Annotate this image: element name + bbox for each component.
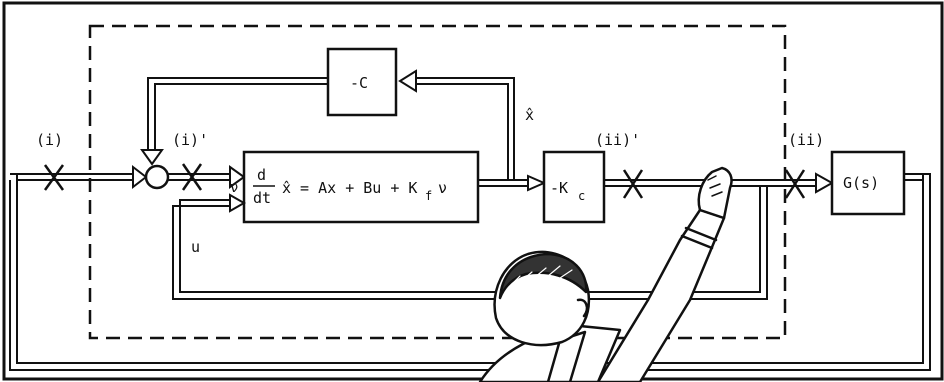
break-mark-i <box>43 164 65 191</box>
observer-dt: dt <box>253 189 271 207</box>
observer-d: d <box>257 166 266 184</box>
u-input-arrowhead <box>229 193 247 213</box>
observer-nu: ν <box>438 179 447 197</box>
label-x-hat: x̂ <box>525 106 534 124</box>
plant-input-arrowhead <box>815 172 835 194</box>
xhat-branch <box>415 77 515 180</box>
controller-input-arrowhead <box>527 174 547 192</box>
compensator-boundary <box>88 24 787 340</box>
observer-equation: x̂ = Ax + Bu + K <box>282 179 417 197</box>
minus-c-label: -C <box>350 74 368 92</box>
plant-output-path <box>904 173 931 181</box>
input-path <box>10 173 135 181</box>
break-mark-i-prime <box>181 163 203 191</box>
label-u: u <box>191 238 200 256</box>
label-nu: ν <box>230 180 238 196</box>
minus-kc-subscript: c <box>578 189 585 203</box>
observer-block <box>242 150 480 224</box>
u-feedback-path <box>172 186 768 300</box>
plant-label: G(s) <box>843 174 879 192</box>
minus-c-feedback-path <box>147 77 328 150</box>
break-mark-ii-prime <box>622 169 644 199</box>
break-mark-ii <box>784 169 806 199</box>
minus-c-input-arrowhead <box>398 69 417 93</box>
summing-feedback-arrowhead <box>140 149 164 166</box>
minus-c-block <box>326 47 398 117</box>
pointing-figure-illustration <box>478 166 733 382</box>
plant-block <box>830 150 906 216</box>
label-i: (i) <box>36 131 63 149</box>
label-ii-prime: (ii)' <box>595 131 640 149</box>
observer-kf-subscript: f <box>425 189 432 203</box>
junction-to-observer-path <box>168 173 232 181</box>
observer-to-controller-path <box>478 179 530 187</box>
outer-loop <box>9 174 931 371</box>
observer-input-arrowhead <box>229 165 246 189</box>
minus-kc-label: -K <box>550 179 568 197</box>
input-arrowhead <box>132 164 148 190</box>
label-i-prime: (i)' <box>172 131 208 149</box>
summing-junction <box>144 164 170 190</box>
label-ii: (ii) <box>788 131 824 149</box>
